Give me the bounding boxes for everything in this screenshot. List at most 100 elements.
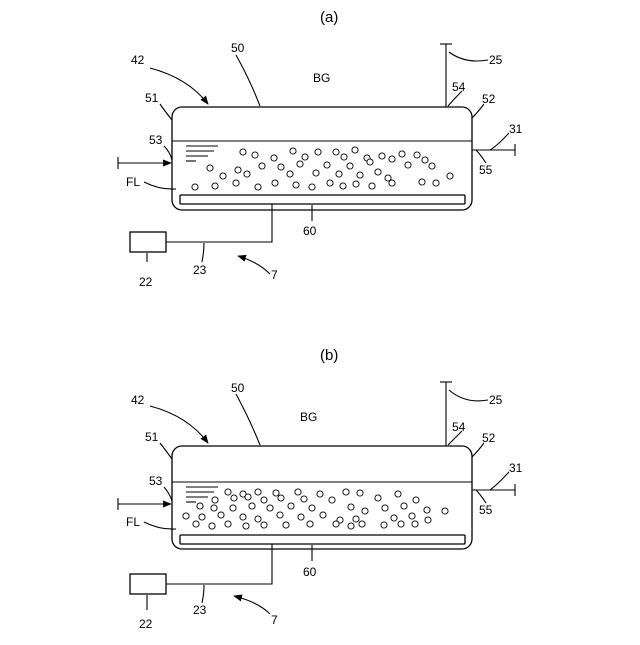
- bubble: [357, 172, 363, 178]
- bubble: [315, 149, 321, 155]
- bubble: [192, 184, 198, 190]
- label-7: 7: [271, 268, 278, 282]
- label-BG: BG: [313, 71, 330, 85]
- bubble: [317, 491, 323, 497]
- bubble: [395, 491, 401, 497]
- leader-53: [164, 487, 172, 501]
- label-53: 53: [149, 474, 163, 488]
- bubble: [271, 155, 277, 161]
- leader-25: [449, 52, 488, 61]
- bubble: [309, 505, 315, 511]
- bubble: [352, 147, 358, 153]
- bubble: [324, 162, 330, 168]
- label-22: 22: [139, 275, 153, 289]
- bubble: [231, 495, 237, 501]
- label-54: 54: [452, 420, 466, 434]
- bubble: [442, 508, 448, 514]
- bubble: [212, 497, 218, 503]
- bubble: [245, 494, 251, 500]
- label-53: 53: [149, 133, 163, 147]
- bubble: [333, 149, 339, 155]
- leader-7: [238, 256, 270, 274]
- label-42: 42: [131, 53, 145, 67]
- bubble: [409, 513, 415, 519]
- leader-31: [490, 472, 509, 490]
- bubble: [255, 516, 261, 522]
- bubble: [375, 495, 381, 501]
- label-52: 52: [482, 92, 496, 106]
- bubble: [333, 521, 339, 527]
- leader-50: [236, 55, 260, 106]
- bubble: [347, 163, 353, 169]
- leader-7: [234, 596, 270, 614]
- bubble: [382, 505, 388, 511]
- leader-53: [164, 146, 172, 160]
- bubble: [225, 521, 231, 527]
- bubble: [218, 512, 224, 518]
- diffuser-plate: [180, 195, 465, 204]
- bubble: [329, 497, 335, 503]
- leader-25: [449, 390, 488, 401]
- bubble: [261, 522, 267, 528]
- leader-23: [202, 585, 204, 603]
- panel-a: (a): [118, 9, 523, 289]
- bubble: [199, 514, 205, 520]
- bubble: [230, 505, 236, 511]
- bubble: [309, 184, 315, 190]
- bubble: [389, 180, 395, 186]
- bubble: [277, 512, 283, 518]
- leader-42: [150, 68, 208, 104]
- label-22: 22: [139, 617, 153, 631]
- bubble: [348, 504, 354, 510]
- bubble: [243, 523, 249, 529]
- label-25: 25: [489, 393, 503, 407]
- bubble: [287, 171, 293, 177]
- bubble: [379, 153, 385, 159]
- bubble: [327, 180, 333, 186]
- leader-42: [150, 406, 208, 443]
- bubble: [235, 167, 241, 173]
- bubble: [389, 156, 395, 162]
- bubble: [255, 184, 261, 190]
- bubble: [220, 173, 226, 179]
- bubble: [353, 181, 359, 187]
- label-52: 52: [482, 431, 496, 445]
- bubble: [391, 515, 397, 521]
- diffuser-plate: [180, 535, 465, 544]
- label-31: 31: [509, 122, 523, 136]
- bubble: [320, 512, 326, 518]
- label-55: 55: [479, 503, 493, 517]
- bubble: [278, 495, 284, 501]
- bubble: [359, 521, 365, 527]
- bubble: [301, 496, 307, 502]
- bubble: [348, 523, 354, 529]
- leader-52: [472, 104, 484, 118]
- bubble: [422, 157, 428, 163]
- leader-50: [236, 394, 260, 445]
- bubble: [197, 503, 203, 509]
- leader-51: [160, 443, 172, 459]
- label-60: 60: [303, 224, 317, 238]
- panel-a-caption: (a): [320, 9, 338, 26]
- panel-a-tank: [172, 107, 472, 210]
- bubble: [399, 151, 405, 157]
- label-31: 31: [509, 461, 523, 475]
- label-7: 7: [271, 613, 278, 627]
- leader-55: [476, 150, 486, 163]
- label-51: 51: [145, 430, 159, 444]
- bubble: [273, 490, 279, 496]
- feed-line: [166, 544, 272, 584]
- bubble: [261, 497, 267, 503]
- label-25: 25: [489, 53, 503, 67]
- bubble: [313, 170, 319, 176]
- leader-FL: [144, 522, 176, 529]
- bubble: [288, 503, 294, 509]
- leader-52: [472, 443, 484, 457]
- label-BG: BG: [300, 410, 317, 424]
- bubble: [244, 171, 250, 177]
- bubble: [367, 159, 373, 165]
- bubble: [362, 508, 368, 514]
- supply-box: [130, 574, 166, 594]
- leader-FL: [144, 182, 176, 189]
- bubble: [249, 503, 255, 509]
